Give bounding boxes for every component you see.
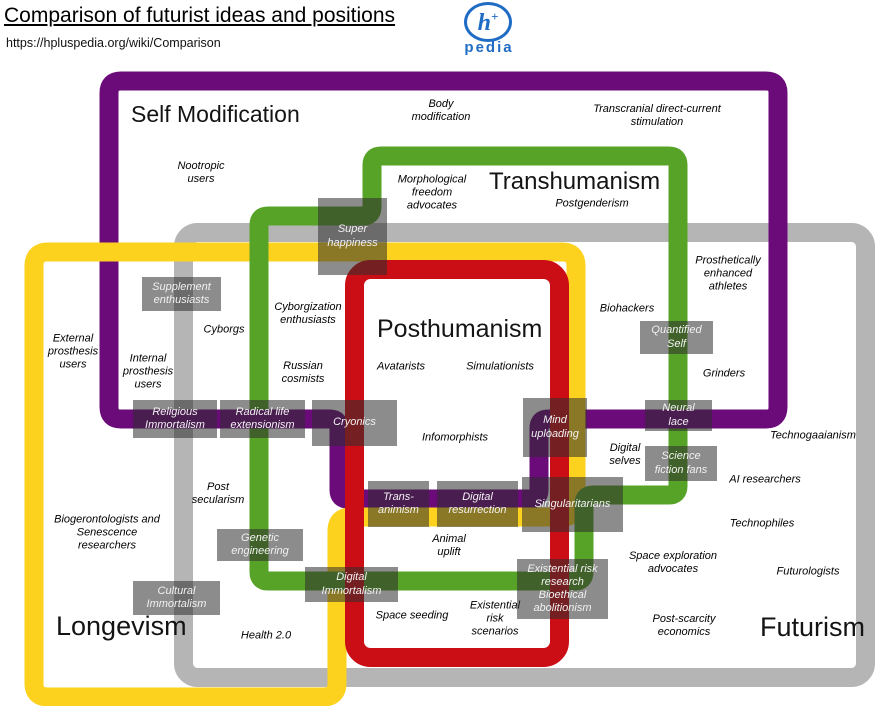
label-grinders: Grinders [702, 367, 746, 380]
label-nootropic-users: Nootropic users [177, 160, 225, 185]
label-post-secularism: Post secularism [191, 481, 245, 506]
hpluspedia-logo: h+ pedia [455, 0, 525, 60]
overlap-digital-immortalism: Digital Immortalism [305, 567, 398, 602]
label-infomorphists: Infomorphists [421, 431, 489, 444]
page-title: Comparison of futurist ideas and positio… [4, 4, 396, 27]
label-post-scarcity-economics: Post-scarcity economics [652, 613, 716, 638]
label-avatarists: Avatarists [376, 360, 426, 373]
label-transcranial-stimulation: Transcranial direct-current stimulation [593, 103, 721, 128]
label-biogerontologists: Biogerontologists and Senescence researc… [54, 513, 160, 552]
label-cyborgization-enthusiasts: Cyborgization enthusiasts [274, 301, 342, 326]
label-cyborgs: Cyborgs [203, 323, 245, 336]
label-body-modification: Body modification [411, 98, 471, 123]
label-external-prosthesis-users: External prosthesis users [47, 332, 99, 371]
label-ai-researchers: AI researchers [729, 473, 801, 486]
set-title-posthumanism: Posthumanism [377, 315, 543, 343]
overlap-cryonics: Cryonics [312, 400, 397, 446]
set-title-transhumanism: Transhumanism [489, 168, 661, 195]
label-technophiles: Technophiles [729, 517, 795, 530]
label-space-seeding: Space seeding [375, 609, 449, 622]
label-digital-selves: Digital selves [609, 442, 641, 467]
label-russian-cosmists: Russian cosmists [281, 360, 325, 385]
overlap-supplement-enthusiasts: Supplement enthusiasts [142, 277, 221, 311]
longevism-band [24, 242, 586, 706]
overlap-religious-immortalism: Religious Immortalism [133, 400, 217, 438]
source-url: https://hpluspedia.org/wiki/Comparison [6, 36, 221, 50]
overlap-super-happiness: Super happiness [318, 198, 387, 275]
overlap-digital-resurrection: Digital resurrection [437, 481, 518, 527]
overlap-quantified-self: Quantified Self [640, 321, 713, 354]
futurism-band [174, 223, 875, 687]
overlap-neural-lace: Neural lace [645, 400, 712, 431]
overlap-mind-uploading: Mind uploading [523, 398, 587, 457]
overlap-cultural-immortalism: Cultural Immortalism [133, 581, 220, 615]
label-internal-prosthesis-users: Internal prosthesis users [122, 352, 174, 391]
overlap-genetic-engineering: Genetic engineering [217, 529, 303, 561]
label-technogaaianism: Technogaaianism [770, 429, 856, 442]
set-title-self-modification: Self Modification [131, 101, 300, 127]
label-morphological-freedom: Morphological freedom advocates [397, 173, 467, 212]
label-biohackers: Biohackers [599, 302, 655, 315]
overlap-trans-animism: Trans- animism [368, 481, 429, 527]
set-title-futurism: Futurism [760, 612, 866, 642]
posthumanism-band [345, 260, 569, 667]
overlap-radical-life-extensionism: Radical life extensionism [220, 400, 305, 438]
label-postgenderism: Postgenderism [555, 197, 629, 210]
overlap-science-fiction-fans: Science fiction fans [645, 446, 717, 481]
label-futurologists: Futurologists [776, 565, 840, 578]
label-health-2-0: Health 2.0 [240, 629, 292, 642]
overlap-existential-risk-research: Existential risk research Bioethical abo… [517, 559, 608, 619]
logo-wordmark: pedia [464, 39, 514, 56]
label-simulationists: Simulationists [466, 360, 534, 373]
label-prosthetically-enhanced-athletes: Prosthetically enhanced athletes [695, 254, 761, 293]
overlap-singularitarians: Singularitarians [522, 477, 623, 532]
hplus-logo-icon: h+ [464, 2, 512, 42]
label-animal-uplift: Animal uplift [432, 533, 466, 558]
label-existential-risk-scenarios: Existential risk scenarios [469, 599, 521, 638]
label-space-exploration-advocates: Space exploration advocates [628, 550, 718, 575]
set-title-longevism: Longevism [56, 611, 187, 641]
